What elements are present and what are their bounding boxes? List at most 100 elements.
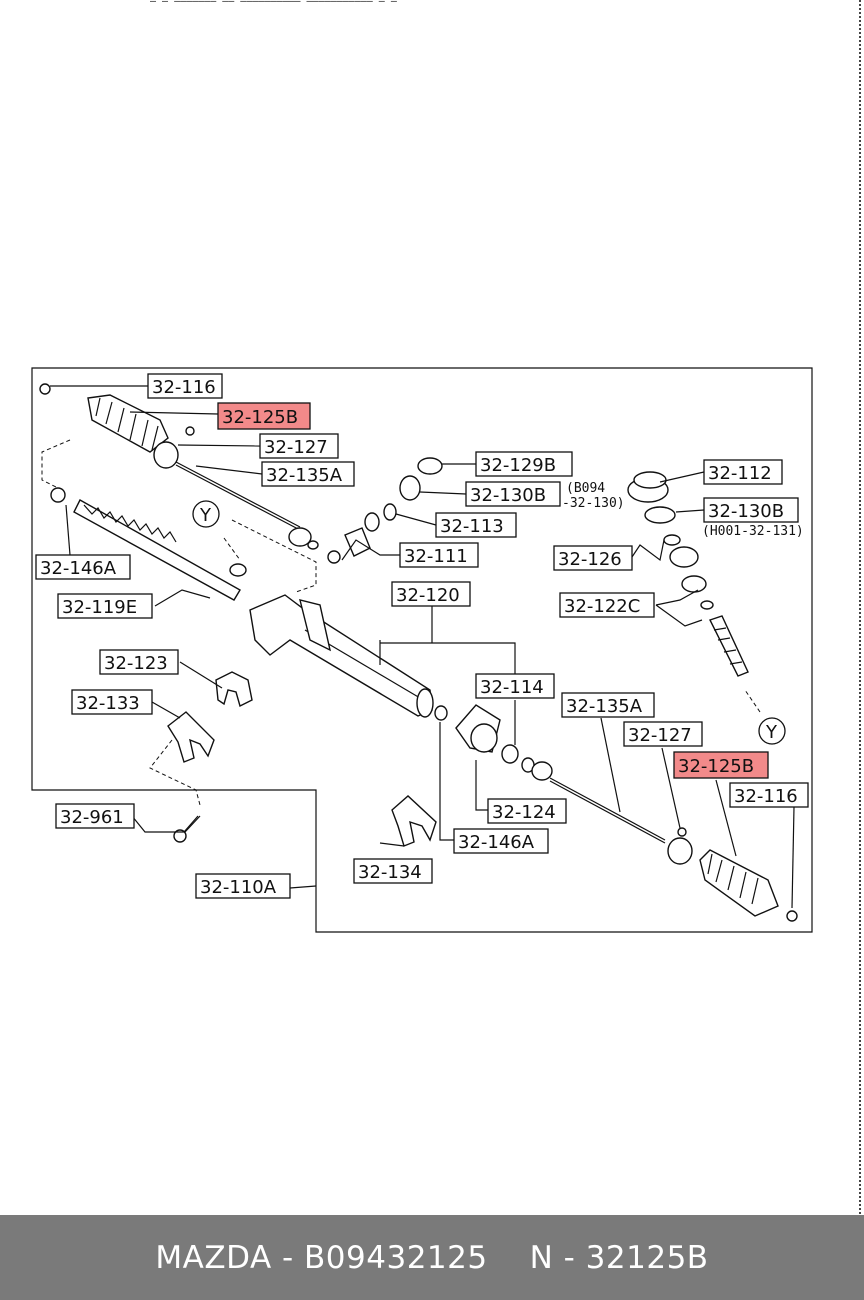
boot-part-left bbox=[87, 394, 169, 453]
label-text: 32-125B bbox=[222, 407, 298, 428]
label-32-120: 32-120 bbox=[391, 581, 471, 607]
ring-part-126a bbox=[663, 534, 681, 546]
top-edge-marks: — — ——————— —— —————————— ——————————— — … bbox=[150, 0, 398, 7]
label-text: 32-116 bbox=[734, 786, 798, 807]
label-text: 32-125B bbox=[678, 756, 754, 777]
seal-part-122c bbox=[681, 575, 707, 593]
tie-rod-right bbox=[531, 761, 666, 844]
label-32-135a-top: 32-135A bbox=[261, 461, 355, 487]
label-32-126: 32-126 bbox=[553, 545, 633, 571]
label-32-146a-left: 32-146A bbox=[35, 554, 131, 580]
label-32-130b-left: 32-130B bbox=[465, 481, 561, 507]
rack-part bbox=[73, 499, 241, 601]
label-32-127-bottom: 32-127 bbox=[623, 721, 703, 747]
washer-part bbox=[364, 512, 380, 532]
label-text: 32-146A bbox=[458, 832, 535, 853]
footer-oem-part: N - 32125B bbox=[529, 1239, 709, 1276]
label-32-116-top: 32-116 bbox=[147, 373, 223, 399]
note-b094-line1: (B094 bbox=[566, 481, 605, 496]
label-text: 32-127 bbox=[628, 725, 692, 746]
yoke-part-111 bbox=[344, 527, 371, 557]
label-32-122c: 32-122C bbox=[559, 592, 655, 618]
label-text: 32-119E bbox=[62, 597, 137, 618]
boot-part-right bbox=[699, 849, 779, 917]
bolt-part bbox=[173, 815, 199, 843]
bushing-small bbox=[229, 563, 247, 577]
boot-clamp-right bbox=[667, 837, 693, 865]
label-text: 32-126 bbox=[558, 549, 622, 570]
spring-part-113 bbox=[383, 503, 397, 521]
seal-part-130b bbox=[399, 475, 421, 501]
bracket-part-133 bbox=[167, 711, 215, 763]
bearing-housing-part bbox=[455, 704, 501, 753]
label-32-125b-top: 32-125B bbox=[217, 402, 311, 430]
label-32-961: 32-961 bbox=[55, 803, 135, 829]
label-text: 32-111 bbox=[404, 546, 468, 567]
bearing-part-126 bbox=[669, 546, 699, 568]
ring-part-center bbox=[501, 744, 519, 764]
label-32-111: 32-111 bbox=[399, 542, 479, 568]
label-text: 32-135A bbox=[266, 465, 343, 486]
label-32-119e: 32-119E bbox=[57, 593, 153, 619]
label-32-127-top: 32-127 bbox=[259, 433, 339, 459]
seal-part bbox=[434, 705, 448, 721]
clip-part-left bbox=[39, 383, 51, 395]
boot-clamp-left bbox=[153, 441, 179, 469]
label-text: 32-130B bbox=[708, 501, 784, 522]
label-text: 32-961 bbox=[60, 807, 124, 828]
y-marker-left bbox=[192, 500, 220, 528]
label-32-124: 32-124 bbox=[487, 798, 567, 824]
label-text: 32-124 bbox=[492, 802, 556, 823]
bushing-left bbox=[50, 487, 66, 503]
label-text: 32-146A bbox=[40, 558, 117, 579]
screw-part bbox=[327, 550, 341, 564]
label-32-113: 32-113 bbox=[435, 512, 517, 538]
label-32-112: 32-112 bbox=[703, 459, 783, 485]
label-text: 32-120 bbox=[396, 585, 460, 606]
label-32-116-bottom: 32-116 bbox=[729, 782, 809, 808]
label-32-130b-right: 32-130B bbox=[703, 497, 799, 523]
gear-housing-part bbox=[249, 594, 434, 718]
label-32-146a-bottom: 32-146A bbox=[453, 828, 549, 854]
ring-part-122c bbox=[700, 600, 714, 610]
leader-lines bbox=[50, 385, 795, 909]
label-32-110a: 32-110A bbox=[195, 873, 291, 899]
label-text: 32-116 bbox=[152, 377, 216, 398]
y-marker-right bbox=[758, 717, 786, 745]
label-32-133: 32-133 bbox=[71, 689, 153, 715]
bracket-part-134 bbox=[391, 795, 437, 847]
label-32-114: 32-114 bbox=[475, 673, 555, 699]
y-marker-left-label: Y bbox=[199, 505, 212, 526]
label-text: 32-110A bbox=[200, 877, 277, 898]
label-32-123: 32-123 bbox=[99, 649, 179, 675]
clip-part-right bbox=[786, 910, 798, 922]
label-32-134: 32-134 bbox=[353, 858, 433, 884]
label-text: 32-133 bbox=[76, 693, 140, 714]
cap-part-112 bbox=[627, 471, 669, 503]
y-arrow-right bbox=[744, 689, 761, 713]
label-text: 32-123 bbox=[104, 653, 168, 674]
label-32-125b-bottom: 32-125B bbox=[673, 751, 769, 779]
nut-part-129b bbox=[417, 457, 443, 475]
parts-diagram: — — ——————— —— —————————— ——————————— — … bbox=[31, 0, 861, 1215]
tie-rod-left bbox=[175, 461, 319, 550]
label-32-135a-bottom: 32-135A bbox=[561, 692, 655, 718]
dashed-link-bracket bbox=[149, 739, 201, 806]
note-h001: (H001-32-131) bbox=[702, 524, 804, 539]
small-ring-right bbox=[677, 827, 687, 837]
note-b094-line2: -32-130) bbox=[562, 496, 625, 511]
label-text: 32-127 bbox=[264, 437, 328, 458]
label-text: 32-135A bbox=[566, 696, 643, 717]
footer-bar: MAZDA - B09432125 N - 32125B bbox=[0, 1215, 864, 1300]
label-text: 32-114 bbox=[480, 677, 544, 698]
label-32-129b: 32-129B bbox=[475, 451, 573, 477]
pinion-part bbox=[709, 615, 749, 677]
dashed-link-left bbox=[41, 439, 317, 593]
bracket-part-123 bbox=[215, 671, 253, 708]
diagram-frame bbox=[31, 367, 813, 933]
y-marker-right-label: Y bbox=[765, 722, 778, 743]
label-text: 32-122C bbox=[564, 596, 640, 617]
label-text: 32-113 bbox=[440, 516, 504, 537]
label-text: 32-130B bbox=[470, 485, 546, 506]
small-ring-left bbox=[185, 426, 195, 436]
